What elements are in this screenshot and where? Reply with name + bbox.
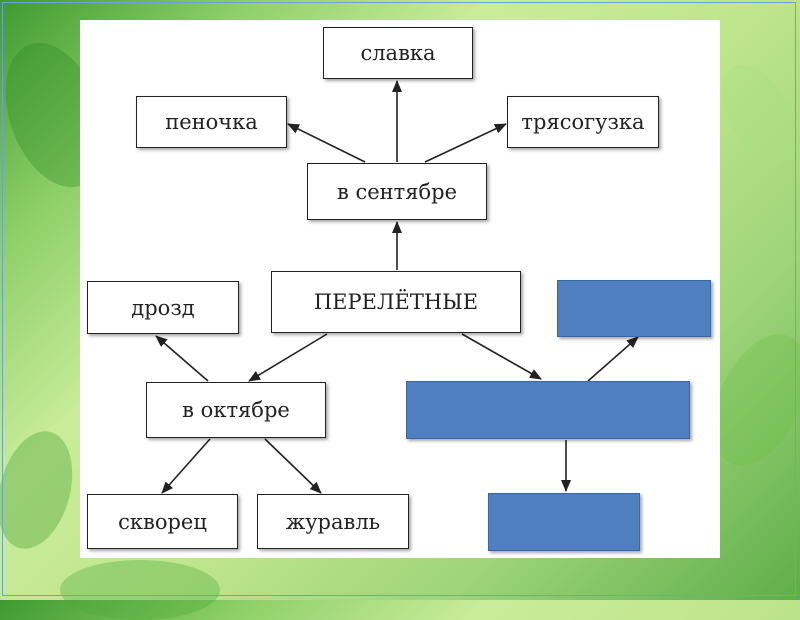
diagram-arrows [155,80,639,494]
node-slavka: славка [323,27,473,79]
arrow-september-to-tryasoguzka [424,123,507,163]
node-tryasoguzka: трясогузка [507,96,659,148]
node-blank-bottom [488,493,640,551]
node-september: в сентябре [307,163,487,220]
arrow-root-to-october [248,333,328,382]
node-penochka: пеночка [136,96,287,148]
arrow-blank-branch-to-blank-right [587,336,639,382]
node-blank-branch [406,381,690,439]
arrow-october-to-skvorets [161,438,211,494]
arrow-october-to-drozd [155,335,209,382]
node-october: в октябре [146,382,326,438]
node-zhuravl: журавль [257,494,409,549]
node-blank-right [557,280,711,337]
arrow-october-to-zhuravl [264,438,322,494]
arrow-september-to-penochka [287,123,366,163]
node-skvorets: скворец [87,494,238,549]
node-root-migratory: ПЕРЕЛЁТНЫЕ [271,271,521,333]
arrow-root-to-blank-branch [461,333,542,380]
node-drozd: дрозд [87,281,239,334]
